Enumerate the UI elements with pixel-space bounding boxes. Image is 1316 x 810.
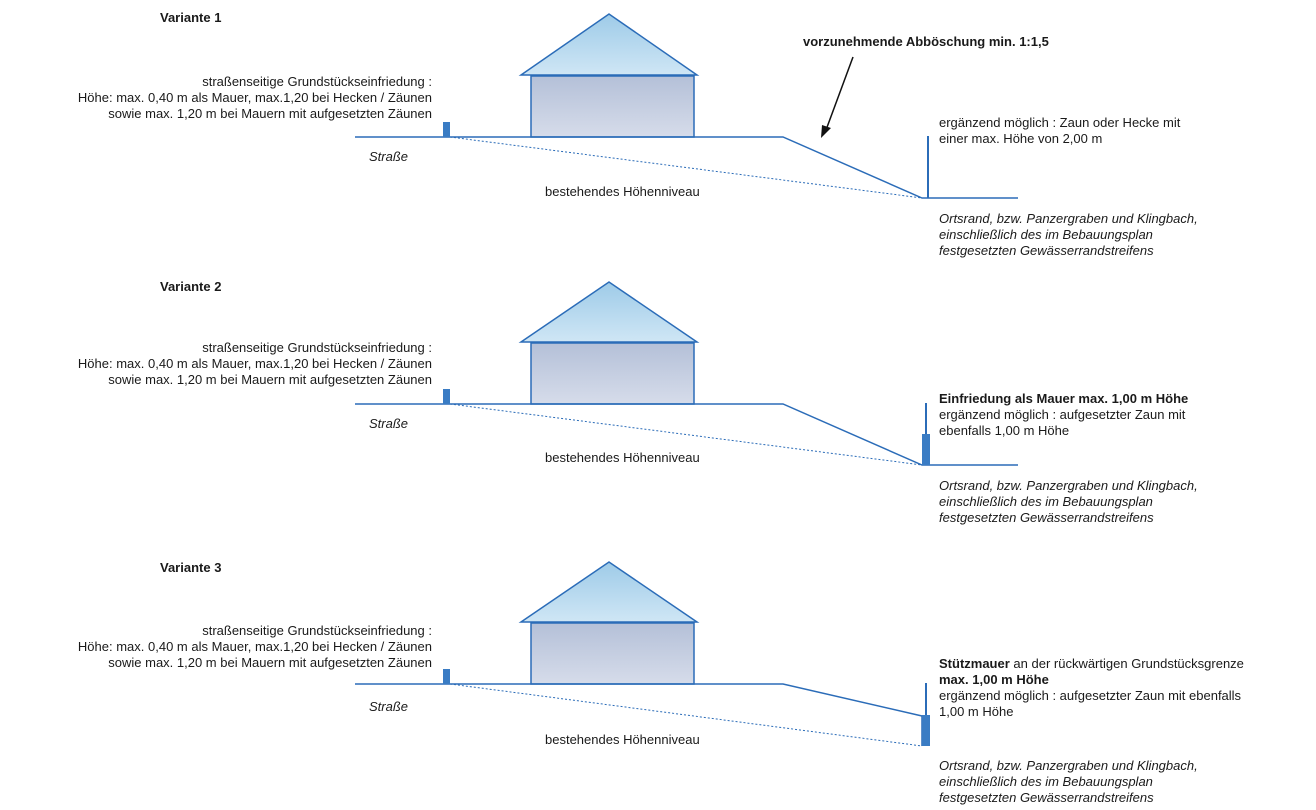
street-wall-marker [443, 669, 450, 684]
village-edge-text: Ortsrand, bzw. Panzergraben und Klingbac… [939, 211, 1198, 259]
street-boundary-line: sowie max. 1,20 m bei Mauern mit aufgese… [108, 106, 432, 121]
road-label: Straße [369, 149, 409, 164]
variant-2-panel: Variante 2 straßenseitige Grundstücksein… [0, 270, 1316, 540]
rear-boundary-text: ergänzend möglich : Zaun oder Hecke mit … [939, 115, 1180, 147]
rear-boundary-text: Einfriedung als Mauer max. 1,00 m Höhe e… [939, 391, 1188, 439]
village-edge-line: Ortsrand, bzw. Panzergraben und Klingbac… [939, 758, 1198, 773]
ground-level-label: bestehendes Höhenniveau [545, 184, 700, 199]
village-edge-line: Ortsrand, bzw. Panzergraben und Klingbac… [939, 211, 1198, 226]
retaining-wall [922, 715, 930, 746]
street-boundary-text: straßenseitige Grundstückseinfriedung : … [78, 623, 432, 671]
house-roof [518, 561, 700, 623]
street-wall-marker [443, 122, 450, 137]
street-boundary-text: straßenseitige Grundstückseinfriedung : … [78, 74, 432, 122]
house-body [530, 622, 695, 685]
street-boundary-line: straßenseitige Grundstückseinfriedung : [202, 340, 432, 355]
village-edge-line: einschließlich des im Bebauungsplan [939, 494, 1153, 509]
road-label: Straße [369, 699, 409, 714]
rear-boundary-line: ergänzend möglich : Zaun oder Hecke mit [939, 115, 1181, 130]
village-edge-line: festgesetzten Gewässerrandstreifens [939, 790, 1154, 805]
village-edge-line: festgesetzten Gewässerrandstreifens [939, 243, 1154, 258]
house-roof [518, 281, 700, 343]
rear-boundary-line: einer max. Höhe von 2,00 m [939, 131, 1103, 146]
street-boundary-line: sowie max. 1,20 m bei Mauern mit aufgese… [108, 372, 432, 387]
street-boundary-line: straßenseitige Grundstückseinfriedung : [202, 74, 432, 89]
street-boundary-line: sowie max. 1,20 m bei Mauern mit aufgese… [108, 655, 432, 670]
rear-boundary-height: max. 1,00 m Höhe [939, 672, 1049, 687]
house-body [530, 75, 695, 138]
existing-ground-line [449, 136, 923, 199]
slope-annotation: vorzunehmende Abböschung min. 1:1,5 [803, 34, 1049, 49]
variant-title: Variante 2 [160, 279, 222, 294]
village-edge-line: festgesetzten Gewässerrandstreifens [939, 510, 1154, 525]
variant-1-panel: Variante 1 vorzunehmende Abböschung min.… [0, 0, 1316, 270]
house-roof [518, 13, 700, 76]
rear-boundary-line: ergänzend möglich : aufgesetzter Zaun mi… [939, 688, 1242, 703]
village-edge-line: einschließlich des im Bebauungsplan [939, 227, 1153, 242]
village-edge-text: Ortsrand, bzw. Panzergraben und Klingbac… [939, 478, 1198, 526]
road-label: Straße [369, 416, 409, 431]
village-edge-line: Ortsrand, bzw. Panzergraben und Klingbac… [939, 478, 1198, 493]
village-edge-text: Ortsrand, bzw. Panzergraben und Klingbac… [939, 758, 1198, 806]
rear-boundary-line: ergänzend möglich : aufgesetzter Zaun mi… [939, 407, 1186, 422]
planned-terrain-line [355, 403, 1018, 466]
variant-title: Variante 3 [160, 560, 222, 575]
rear-boundary-line: ebenfalls 1,00 m Höhe [939, 423, 1070, 438]
rear-wall [922, 434, 930, 465]
variant-1-section-drawing [355, 13, 1018, 199]
rear-boundary-heading: Einfriedung als Mauer max. 1,00 m Höhe [939, 391, 1189, 406]
street-boundary-line: Höhe: max. 0,40 m als Mauer, max.1,20 be… [77, 90, 432, 105]
retaining-wall-term: Stützmauer [939, 656, 1010, 671]
annotation-arrow-shaft [825, 56, 854, 131]
street-boundary-line: straßenseitige Grundstückseinfriedung : [202, 623, 432, 638]
rear-boundary-line: 1,00 m Höhe [939, 704, 1014, 719]
existing-ground-line [449, 683, 923, 747]
street-boundary-text: straßenseitige Grundstückseinfriedung : … [78, 340, 432, 388]
existing-ground-line [449, 403, 923, 466]
street-wall-marker [443, 389, 450, 404]
planned-terrain-line [355, 136, 1018, 199]
variant-title: Variante 1 [160, 10, 222, 25]
ground-level-label: bestehendes Höhenniveau [545, 450, 700, 465]
house-body [530, 342, 695, 405]
annotation-arrow-head [821, 125, 831, 138]
variant-3-section-drawing [355, 561, 930, 747]
retaining-wall-location: an der rückwärtigen Grundstücksgrenze [1009, 656, 1244, 671]
variant-3-panel: Variante 3 straßenseitige Grundstücksein… [0, 540, 1316, 810]
rear-boundary-text: Stützmauer an der rückwärtigen Grundstüc… [939, 656, 1244, 720]
street-boundary-line: Höhe: max. 0,40 m als Mauer, max.1,20 be… [77, 639, 432, 654]
rear-boundary-heading: Stützmauer an der rückwärtigen Grundstüc… [939, 656, 1244, 672]
street-boundary-line: Höhe: max. 0,40 m als Mauer, max.1,20 be… [77, 356, 432, 371]
ground-level-label: bestehendes Höhenniveau [545, 732, 700, 747]
variant-2-section-drawing [355, 281, 1018, 466]
village-edge-line: einschließlich des im Bebauungsplan [939, 774, 1153, 789]
